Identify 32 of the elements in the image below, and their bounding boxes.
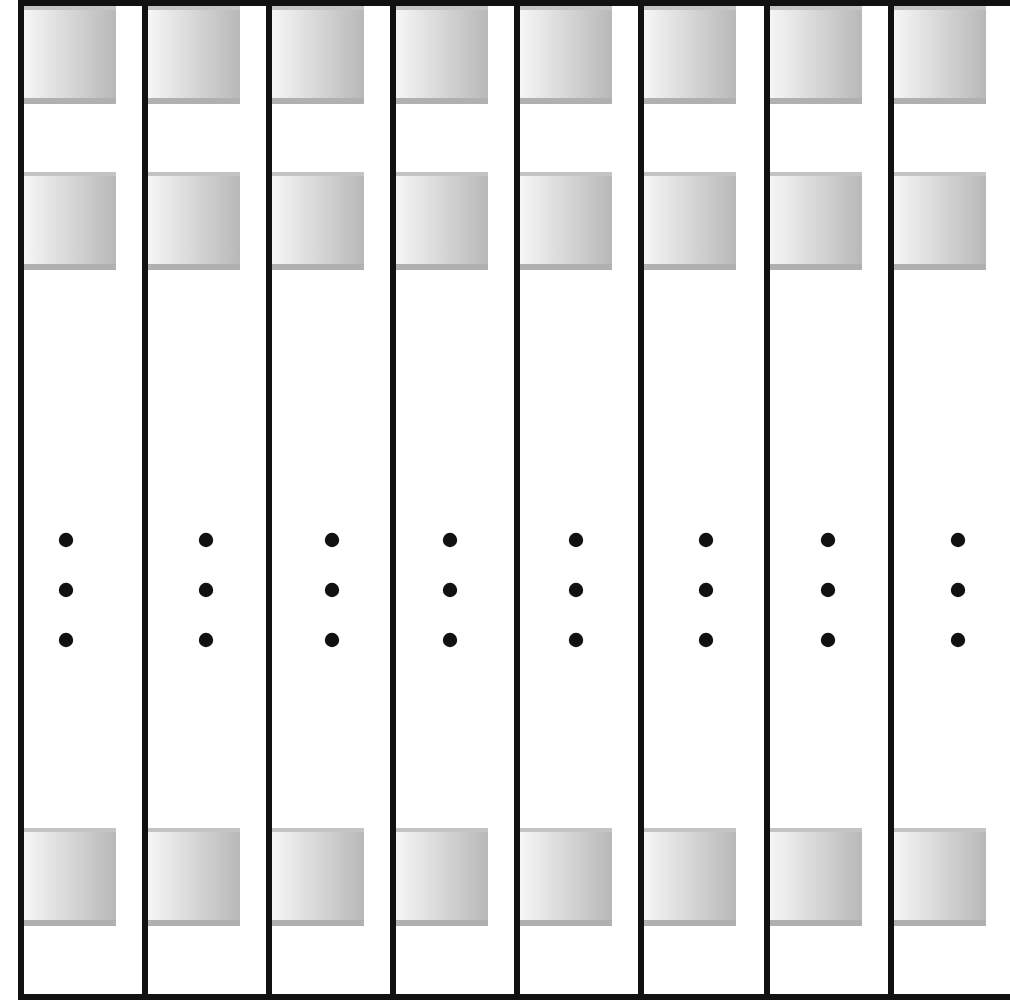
- shaded-block: [148, 828, 240, 926]
- shaded-block: [272, 172, 364, 270]
- column-panel: [142, 0, 272, 1000]
- shaded-block: [770, 172, 862, 270]
- shaded-block: [894, 172, 986, 270]
- column-panel: [18, 0, 148, 1000]
- column-panel: [764, 0, 894, 1000]
- shaded-block: [520, 828, 612, 926]
- shaded-block: [396, 172, 488, 270]
- shaded-block: [770, 828, 862, 926]
- shaded-block: [148, 172, 240, 270]
- shaded-block: [894, 6, 986, 104]
- column-panel: [888, 0, 1010, 1000]
- shaded-block: [24, 828, 116, 926]
- column-panel: [514, 0, 644, 1000]
- shaded-block: [148, 6, 240, 104]
- shaded-block: [396, 6, 488, 104]
- column-panel: [266, 0, 396, 1000]
- shaded-block: [644, 828, 736, 926]
- shaded-block: [644, 6, 736, 104]
- shaded-block: [644, 172, 736, 270]
- shaded-block: [272, 6, 364, 104]
- column-panel: [390, 0, 520, 1000]
- shaded-block: [894, 828, 986, 926]
- shaded-block: [272, 828, 364, 926]
- shaded-block: [770, 6, 862, 104]
- shaded-block: [396, 828, 488, 926]
- shaded-block: [520, 172, 612, 270]
- shaded-block: [520, 6, 612, 104]
- shaded-block: [24, 6, 116, 104]
- column-panel: [638, 0, 770, 1000]
- shaded-block: [24, 172, 116, 270]
